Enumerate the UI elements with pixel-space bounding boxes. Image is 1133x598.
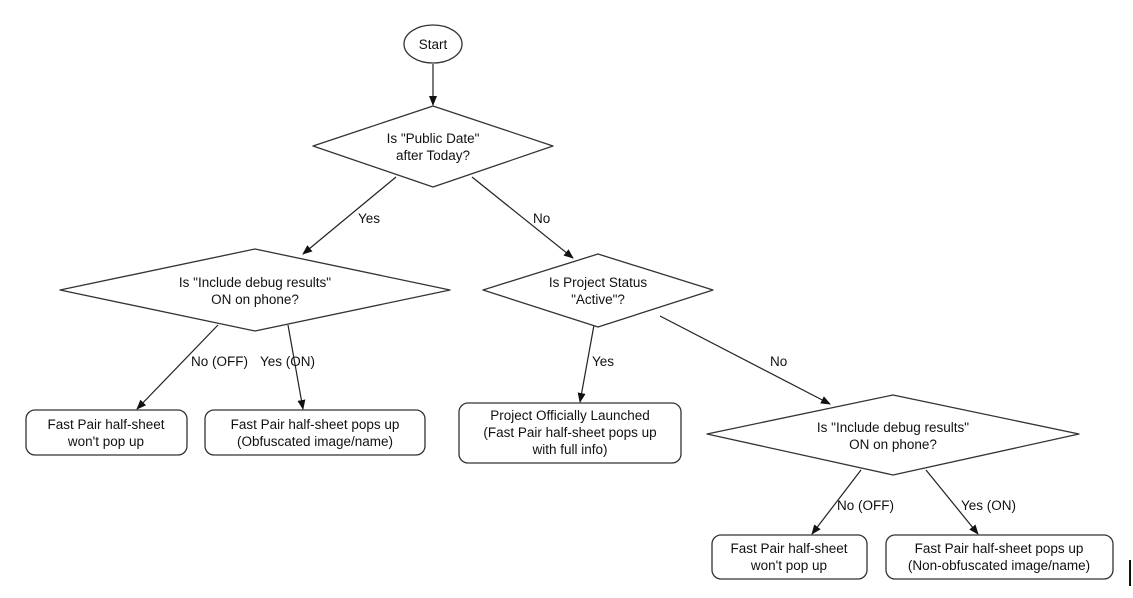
edge-label-public-no: No [533, 211, 550, 226]
result-text: won't pop up [67, 434, 144, 449]
result-no-popup-left: Fast Pair half-sheet won't pop up [25, 409, 188, 456]
result-popup-obfuscated: Fast Pair half-sheet pops up (Obfuscated… [204, 409, 426, 456]
start-label: Start [419, 37, 448, 52]
edge-label-status-no: No [770, 354, 787, 369]
result-text: Project Officially Launched [490, 408, 650, 423]
edge-label-debug-right-no: No (OFF) [837, 498, 894, 513]
result-text: with full info) [531, 442, 607, 457]
result-text: (Fast Pair half-sheet pops up [483, 425, 656, 440]
edge-status-no [659, 315, 831, 405]
result-text: Fast Pair half-sheet [47, 417, 164, 432]
decision-text: ON on phone? [211, 292, 299, 307]
text-cursor [1129, 560, 1131, 586]
decision-text: "Active"? [571, 292, 625, 307]
result-text: won't pop up [750, 558, 827, 573]
decision-text: Is Project Status [549, 275, 648, 290]
result-no-popup-right: Fast Pair half-sheet won't pop up [711, 534, 868, 580]
decision-debug-right: Is "Include debug results" ON on phone? [706, 394, 1080, 476]
edge-debug-left-yes [287, 324, 306, 410]
edge-public-no [471, 176, 574, 259]
edge-debug-right-no [811, 469, 862, 535]
start-node: Start [403, 24, 463, 64]
decision-text: Is "Public Date" [387, 131, 480, 146]
result-text: (Obfuscated image/name) [237, 434, 393, 449]
decision-debug-left: Is "Include debug results" ON on phone? [59, 248, 451, 332]
edge-label-status-yes: Yes [592, 354, 614, 369]
edge-label-public-yes: Yes [358, 211, 380, 226]
edge-label-debug-right-yes: Yes (ON) [961, 498, 1016, 513]
edge-debug-left-no [136, 324, 219, 410]
result-text: (Non-obfuscated image/name) [908, 558, 1090, 573]
result-text: Fast Pair half-sheet pops up [915, 541, 1084, 556]
decision-text: Is "Include debug results" [179, 275, 331, 290]
edge-public-yes [302, 176, 397, 255]
decision-text: after Today? [396, 148, 470, 163]
result-launched: Project Officially Launched (Fast Pair h… [458, 402, 682, 464]
result-popup-non-obfuscated: Fast Pair half-sheet pops up (Non-obfusc… [885, 534, 1114, 580]
result-text: Fast Pair half-sheet pops up [231, 417, 400, 432]
decision-project-status: Is Project Status "Active"? [482, 253, 714, 328]
decision-public-date: Is "Public Date" after Today? [312, 105, 554, 188]
edge-status-yes [577, 324, 595, 403]
edge-debug-right-yes [925, 469, 979, 535]
result-text: Fast Pair half-sheet [730, 541, 847, 556]
decision-text: ON on phone? [849, 437, 937, 452]
edge-label-debug-left-yes: Yes (ON) [260, 354, 315, 369]
edge-label-debug-left-no: No (OFF) [191, 354, 248, 369]
decision-text: Is "Include debug results" [817, 420, 969, 435]
